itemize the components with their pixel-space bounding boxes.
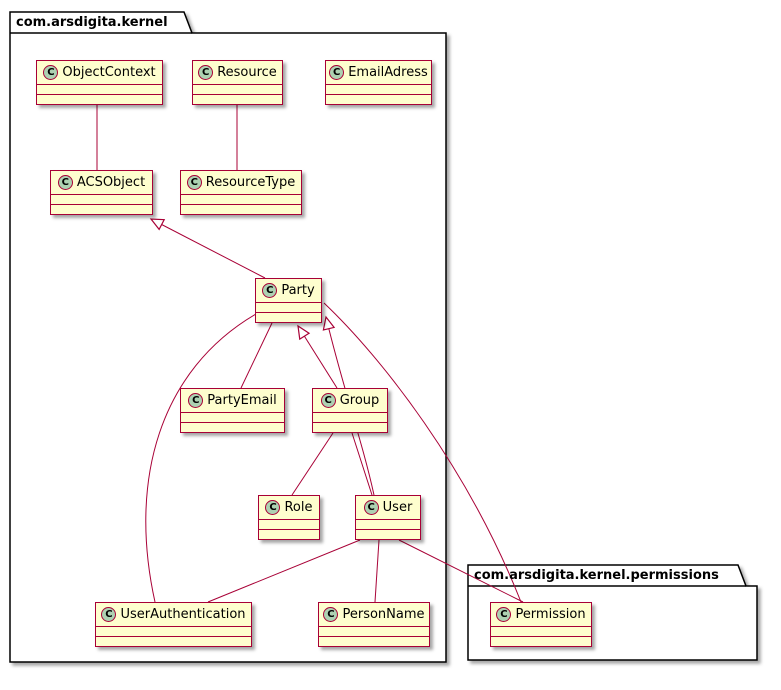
class-name: ObjectContext bbox=[62, 65, 156, 80]
class-stereotype-icon: C bbox=[496, 607, 512, 622]
edge-party-acsobject-generalization bbox=[149, 218, 266, 279]
class-name: ResourceType bbox=[205, 175, 296, 190]
class-header: C EmailAdress bbox=[326, 61, 431, 84]
class-methods-compartment bbox=[96, 636, 251, 646]
class-userauthentication: C UserAuthentication bbox=[95, 602, 252, 647]
class-stereotype-icon: C bbox=[323, 607, 339, 622]
class-fields-compartment bbox=[313, 412, 387, 422]
class-fields-compartment bbox=[319, 626, 429, 636]
class-name: PartyEmail bbox=[207, 393, 277, 408]
package-kernel-label: com.arsdigita.kernel bbox=[16, 15, 168, 30]
class-header: C ACSObject bbox=[51, 171, 152, 194]
class-user: C User bbox=[355, 495, 421, 540]
class-header: C Group bbox=[313, 389, 387, 412]
class-name: Role bbox=[284, 500, 313, 515]
class-stereotype-icon: C bbox=[101, 607, 117, 622]
class-name: Permission bbox=[515, 607, 586, 622]
class-stereotype-icon: C bbox=[265, 500, 281, 515]
class-name: ACSObject bbox=[76, 175, 146, 190]
class-permission: C Permission bbox=[490, 602, 592, 647]
class-header: C User bbox=[356, 496, 420, 519]
class-personname: C PersonName bbox=[318, 602, 430, 647]
class-emailadress: C EmailAdress bbox=[325, 60, 432, 105]
class-group: C Group bbox=[312, 388, 388, 433]
package-kernel-shape bbox=[9, 11, 447, 663]
class-resource: C Resource bbox=[192, 60, 283, 105]
class-methods-compartment bbox=[256, 312, 321, 322]
class-methods-compartment bbox=[193, 94, 282, 104]
class-header: C Resource bbox=[193, 61, 282, 84]
class-stereotype-icon: C bbox=[320, 393, 336, 408]
edge-party-userauthentication bbox=[145, 313, 257, 603]
package-permissions-label: com.arsdigita.kernel.permissions bbox=[474, 568, 719, 583]
edge-user-permission bbox=[398, 539, 524, 603]
class-header: C PersonName bbox=[319, 603, 429, 626]
edge-party-partyemail bbox=[240, 322, 273, 389]
class-fields-compartment bbox=[326, 84, 431, 94]
class-header: C PartyEmail bbox=[181, 389, 284, 412]
class-stereotype-icon: C bbox=[198, 65, 214, 80]
class-methods-compartment bbox=[356, 529, 420, 539]
edge-user-userauthentication bbox=[207, 539, 361, 603]
class-name: EmailAdress bbox=[348, 65, 428, 80]
class-stereotype-icon: C bbox=[363, 500, 379, 515]
edge-group-role bbox=[291, 432, 334, 496]
class-name: Party bbox=[281, 283, 315, 298]
class-party: C Party bbox=[255, 278, 322, 323]
class-methods-compartment bbox=[181, 422, 284, 432]
class-fields-compartment bbox=[256, 302, 321, 312]
class-fields-compartment bbox=[181, 412, 284, 422]
class-role: C Role bbox=[258, 495, 320, 540]
class-name: PersonName bbox=[342, 607, 425, 622]
class-header: C Permission bbox=[491, 603, 591, 626]
class-fields-compartment bbox=[181, 194, 301, 204]
class-stereotype-icon: C bbox=[329, 65, 345, 80]
class-header: C ResourceType bbox=[181, 171, 301, 194]
class-header: C Party bbox=[256, 279, 321, 302]
class-name: UserAuthentication bbox=[120, 607, 246, 622]
edge-permission-party bbox=[323, 302, 522, 603]
class-fields-compartment bbox=[193, 84, 282, 94]
class-methods-compartment bbox=[51, 204, 152, 214]
class-stereotype-icon: C bbox=[186, 175, 202, 190]
edge-group-party-generalization bbox=[297, 324, 338, 389]
class-fields-compartment bbox=[259, 519, 319, 529]
class-acsobject: C ACSObject bbox=[50, 170, 153, 215]
class-stereotype-icon: C bbox=[262, 283, 278, 298]
class-methods-compartment bbox=[491, 636, 591, 646]
class-resourcetype: C ResourceType bbox=[180, 170, 302, 215]
class-header: C UserAuthentication bbox=[96, 603, 251, 626]
edge-user-personname bbox=[374, 539, 380, 603]
class-fields-compartment bbox=[356, 519, 420, 529]
edge-group-user bbox=[351, 432, 373, 496]
class-fields-compartment bbox=[491, 626, 591, 636]
class-methods-compartment bbox=[181, 204, 301, 214]
class-objectcontext: C ObjectContext bbox=[36, 60, 163, 105]
class-partyemail: C PartyEmail bbox=[180, 388, 285, 433]
class-methods-compartment bbox=[313, 422, 387, 432]
class-methods-compartment bbox=[319, 636, 429, 646]
class-fields-compartment bbox=[37, 84, 162, 94]
class-stereotype-icon: C bbox=[188, 393, 204, 408]
class-name: Group bbox=[339, 393, 380, 408]
class-methods-compartment bbox=[326, 94, 431, 104]
class-header: C ObjectContext bbox=[37, 61, 162, 84]
class-methods-compartment bbox=[37, 94, 162, 104]
class-stereotype-icon: C bbox=[43, 65, 59, 80]
class-fields-compartment bbox=[96, 626, 251, 636]
class-fields-compartment bbox=[51, 194, 152, 204]
class-methods-compartment bbox=[259, 529, 319, 539]
class-header: C Role bbox=[259, 496, 319, 519]
class-name: Resource bbox=[217, 65, 277, 80]
class-name: User bbox=[382, 500, 413, 515]
class-stereotype-icon: C bbox=[57, 175, 73, 190]
